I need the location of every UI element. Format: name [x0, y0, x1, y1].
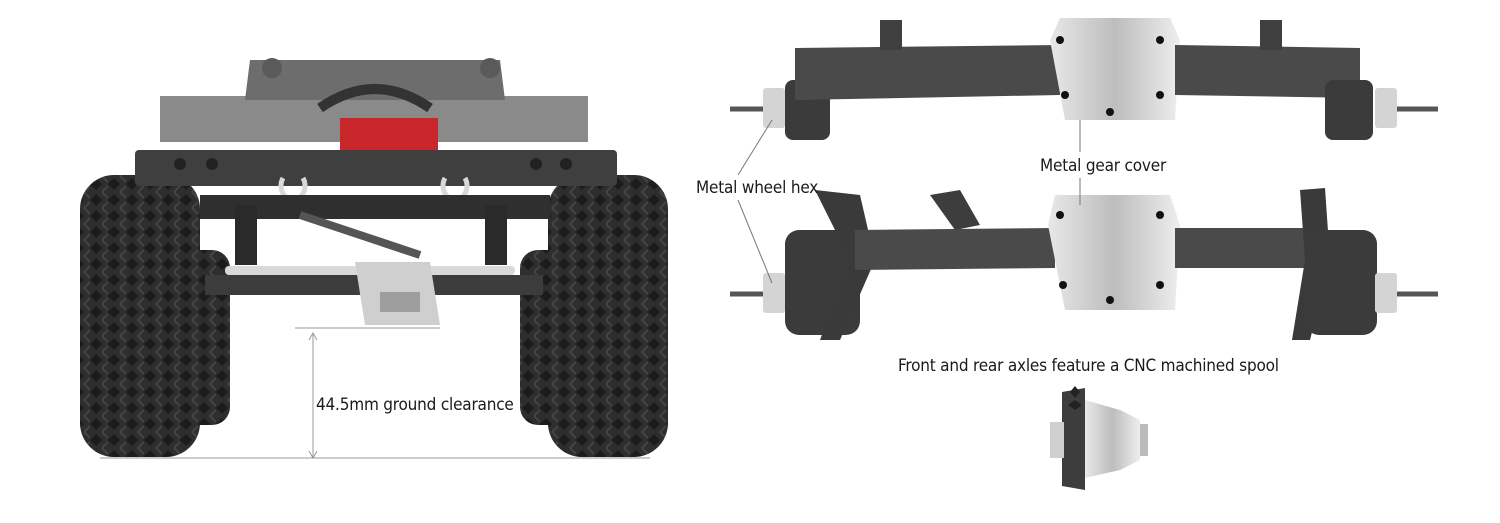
- callout-line-wheel-hex-top: [737, 119, 773, 176]
- spool-label: Front and rear axles feature a CNC machi…: [898, 356, 1279, 376]
- wheel-hex-right-bottom: [1375, 273, 1397, 313]
- gear-cover-label: Metal gear cover: [1040, 156, 1167, 176]
- chassis-front-view: [80, 58, 668, 460]
- callout-line-wheel-hex-bottom: [737, 199, 773, 284]
- wheel-hex-left-top: [763, 88, 785, 128]
- front-axle: [730, 188, 1438, 340]
- rear-axle: [730, 18, 1438, 140]
- ground-clearance-label: 44.5mm ground clearance: [316, 395, 514, 415]
- shock-top-left: [262, 58, 282, 78]
- gear-cover-top: [1050, 18, 1180, 120]
- gear-cover-bottom: [1048, 195, 1180, 310]
- wheel-hex-label: Metal wheel hex: [696, 178, 819, 198]
- front-left-tire: [80, 175, 200, 457]
- front-right-tire: [548, 175, 668, 457]
- front-bumper: [135, 150, 617, 186]
- shock-top-right: [480, 58, 500, 78]
- wheel-hex-right-top: [1375, 88, 1397, 128]
- spool-part: [1050, 386, 1148, 490]
- wheel-hex-left-bottom: [763, 273, 785, 313]
